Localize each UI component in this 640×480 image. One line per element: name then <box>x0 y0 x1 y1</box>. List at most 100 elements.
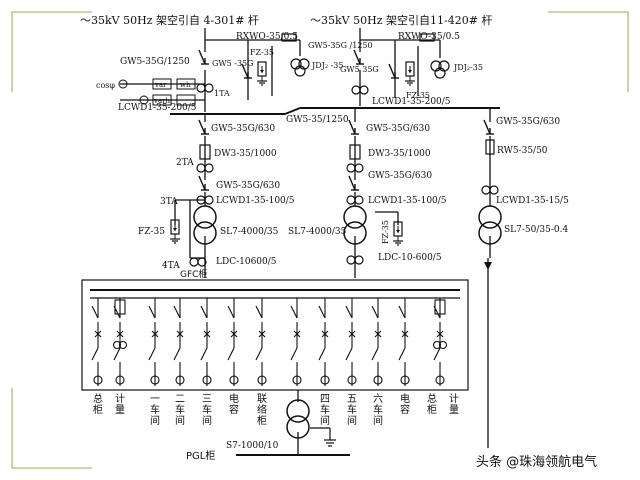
cabinet-switch <box>255 305 263 319</box>
cabinet-label: 电容 <box>400 392 410 416</box>
t2-fz-arrester <box>392 221 404 246</box>
cabinet-label: 总柜 <box>93 392 103 416</box>
cabinet-breaker-x <box>116 330 124 338</box>
cabinet-breaker-x <box>348 330 356 338</box>
bus-lcwd-right: LCWD1-35-200/5 <box>372 97 451 107</box>
t2-breaker <box>349 144 361 160</box>
cabinet-switch <box>318 347 326 361</box>
cabinet-breaker-x <box>258 330 266 338</box>
cabinet-switch <box>290 305 298 319</box>
t2-breaker-label: DW3-35/1000 <box>368 149 431 159</box>
left-jdj-label: JDJ₂ -35 <box>311 61 343 70</box>
t1-branch <box>174 114 206 278</box>
t1-ta3: 3TA <box>160 197 178 207</box>
cabinet-label: 计量 <box>115 392 125 416</box>
metering-pt-fuse <box>434 299 446 315</box>
aux-gw-label: GW5-35G/630 <box>496 117 560 127</box>
cabinet-switch <box>200 305 208 319</box>
t2-fz: FZ-35 <box>381 220 390 244</box>
cabinet-switch <box>200 347 208 361</box>
watermark: 头条 @珠海领航电气 <box>476 454 597 470</box>
cabinet-switch <box>371 305 379 319</box>
aux-lcwd-label: LCWD1-35-15/5 <box>496 196 569 206</box>
cabinet-breaker-x <box>230 330 238 338</box>
t1-fz: FZ-35 <box>138 227 165 237</box>
cabinet-switch <box>113 347 121 361</box>
left-gw-pt-label: GW5 -35G <box>212 59 254 68</box>
gfc-switchgear <box>81 279 469 391</box>
metering-pt-fuse <box>114 299 126 315</box>
t2-upper-isolator <box>348 119 360 135</box>
cabinet-label: 电容 <box>229 392 239 416</box>
t2-lower-isolator <box>348 175 360 191</box>
cabinet-breaker-x <box>151 330 159 338</box>
metering-pt <box>112 340 122 350</box>
left-rxwo-fuse <box>281 33 297 42</box>
cabinet-switch <box>371 347 379 361</box>
cabinet-breaker-x <box>203 330 211 338</box>
right-gw-top-label: GW5-35G /1250 <box>308 41 373 50</box>
left-ta-label: 1TA <box>214 89 230 98</box>
cabinet-label: 六车间 <box>373 393 383 427</box>
t1-transformer-label: SL7-4000/35 <box>220 227 279 237</box>
t1-4ta <box>189 257 207 267</box>
cabinet-label: 二车间 <box>175 394 185 427</box>
right-jdj-label: JDJ₂-35 <box>453 63 483 72</box>
metering-pt <box>118 340 128 350</box>
cabinet-breaker-x <box>176 330 184 338</box>
frame-corners <box>11 11 629 469</box>
cabinet-switch <box>345 305 353 319</box>
left-meter-wh: wh <box>180 81 191 89</box>
bus-lcwd-left: LCWD1-35-200/5 <box>118 103 197 113</box>
right-pt <box>430 60 450 79</box>
aux-arrow <box>484 262 492 270</box>
t2-transformer-label: SL7-4000/35 <box>288 227 347 237</box>
left-feeder <box>120 28 301 112</box>
aux-rw-fuse <box>485 139 495 155</box>
right-rxwo-fuse <box>419 33 435 42</box>
right-gw-pt-label: GW5 35G <box>340 65 379 74</box>
cabinet-switch <box>255 347 263 361</box>
cabinet-switch <box>398 305 406 319</box>
right-fz-label: FZ-35 <box>406 91 430 100</box>
t2-gw-upper: GW5-35G/630 <box>366 124 430 134</box>
s7-ground <box>310 427 336 447</box>
cabinet-label: 联络柜 <box>257 393 267 427</box>
right-pt-isolator <box>388 63 400 79</box>
t2-lcwd: LCWD1-35-100/5 <box>368 196 447 206</box>
cabinet-label: 五车间 <box>347 394 357 427</box>
cabinet-switch <box>148 347 156 361</box>
s7-label: S7-1000/10 <box>226 441 279 451</box>
cabinet-breaker-x <box>321 330 329 338</box>
cabinet-label: 三车间 <box>202 394 212 427</box>
left-pt <box>290 58 310 77</box>
aux-branch <box>487 108 491 448</box>
cabinet-switch <box>398 347 406 361</box>
left-meters <box>118 78 196 106</box>
left-cosphi: cosφ <box>96 81 115 90</box>
left-rxwo-label: RXWO-35/0.5 <box>236 32 298 42</box>
t2-gw-lower: GW5-35G/630 <box>368 171 432 181</box>
t1-upper-isolator <box>198 119 210 135</box>
metering-pt <box>432 340 442 350</box>
cabinet-breaker-x <box>293 330 301 338</box>
cabinet-label: 一车间 <box>150 394 160 427</box>
t1-breaker-label: DW3-35/1000 <box>214 149 277 159</box>
cabinet-switch <box>433 347 441 361</box>
t2-ldc: LDC-10-600/5 <box>378 253 442 263</box>
bus-tie-label: GW5-35/1250 <box>286 115 349 125</box>
metering-pt <box>438 340 448 350</box>
incoming-left-label: ～35kV 50Hz 架空引自 4-301# 杆 <box>80 13 259 27</box>
aux-rw-label: RW5-35/50 <box>497 146 548 156</box>
t1-breaker <box>199 144 211 160</box>
cabinet-switch <box>91 347 99 361</box>
cabinet-label: 四车间 <box>320 394 330 427</box>
t1-gw-lower: GW5-35G/630 <box>216 181 280 191</box>
t1-lcwd: LCWD1-35-100/5 <box>216 196 295 206</box>
cabinet-labels: 总柜 计量 一车间 二车间 三车间 电容 联络柜 四车间 五车间 六车间 电容 … <box>93 392 459 427</box>
left-meter-varh: varh <box>153 97 170 105</box>
cabinet-columns <box>91 298 448 386</box>
pgl-label: PGL柜 <box>186 449 215 462</box>
right-fz-arrester <box>404 61 416 86</box>
